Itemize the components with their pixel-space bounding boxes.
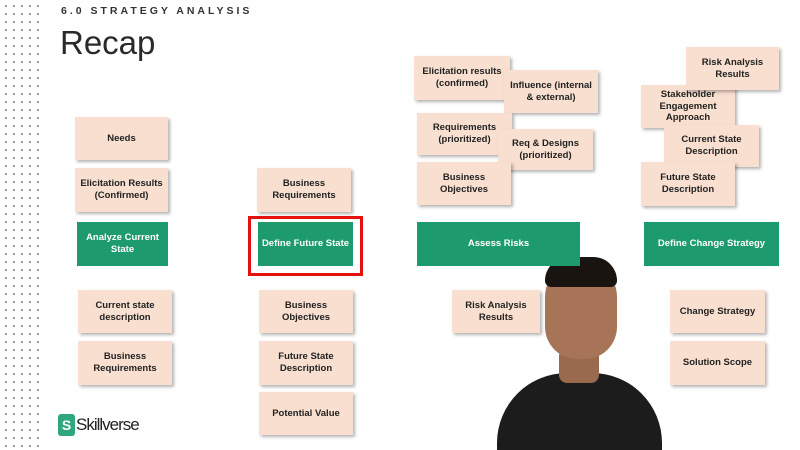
- task-define-change-strategy: Define Change Strategy: [644, 222, 779, 266]
- output-box: Risk Analysis Results: [452, 290, 540, 333]
- highlight-frame: [248, 216, 363, 276]
- task-assess-risks: Assess Risks: [417, 222, 580, 266]
- input-box: Elicitation Results (Confirmed): [75, 168, 168, 212]
- input-box: Stakeholder Engagement Approach: [641, 85, 735, 128]
- input-box: Req & Designs (prioritized): [498, 129, 593, 170]
- input-box: Business Objectives: [417, 162, 511, 205]
- slide-title: Recap: [60, 24, 156, 61]
- section-label: 6.0 STRATEGY ANALYSIS: [61, 5, 253, 17]
- output-box: Change Strategy: [670, 290, 765, 333]
- input-box: Risk Analysis Results: [686, 47, 779, 90]
- output-box: Solution Scope: [670, 341, 765, 385]
- skillverse-logo: S Skillverse: [58, 414, 140, 436]
- presenter-torso: [497, 373, 662, 450]
- logo-text: Skillverse: [76, 415, 140, 434]
- output-box: Business Requirements: [78, 341, 172, 385]
- input-box: Business Requirements: [257, 168, 351, 212]
- input-box: Future State Description: [641, 162, 735, 206]
- dot-pattern: [0, 0, 40, 450]
- input-box: Current State Description: [664, 125, 759, 167]
- task-analyze-current-state: Analyze Current State: [77, 222, 168, 266]
- input-box: Needs: [75, 117, 168, 160]
- output-box: Business Objectives: [259, 290, 353, 333]
- output-box: Current state description: [78, 290, 172, 333]
- task-define-future-state: Define Future State: [258, 222, 353, 266]
- output-box: Potential Value: [259, 392, 353, 435]
- logo-icon: S: [58, 414, 75, 436]
- input-box: Requirements (prioritized): [417, 113, 512, 155]
- input-box: Influence (internal & external): [504, 70, 598, 113]
- output-box: Future State Description: [259, 341, 353, 385]
- input-box: Elicitation results (confirmed): [414, 56, 510, 100]
